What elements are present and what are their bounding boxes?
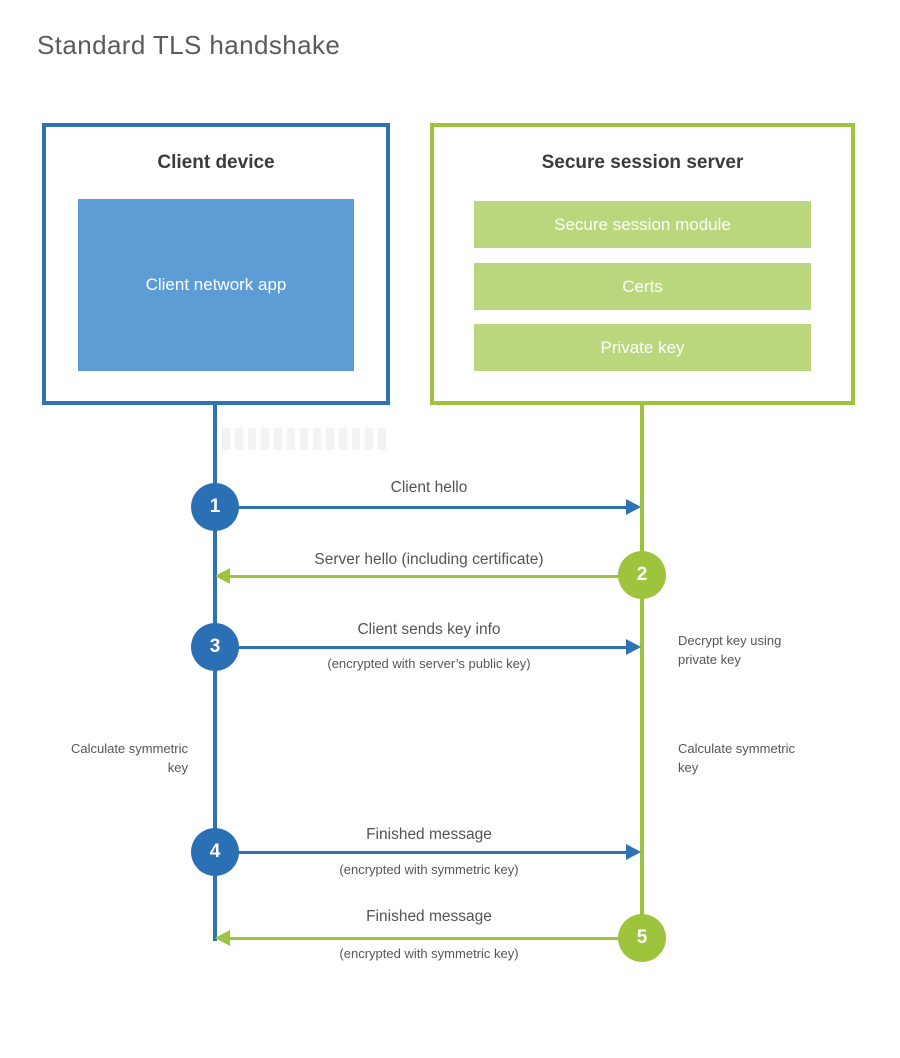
step-1-arrow — [237, 506, 627, 509]
step-5-label: Finished message — [366, 908, 492, 925]
server-module-certs: Certs — [474, 263, 811, 310]
step-3-sublabel: (encrypted with server’s public key) — [327, 656, 531, 671]
server-module-secure-session: Secure session module — [474, 201, 811, 248]
step-5-badge: 5 — [618, 914, 666, 962]
client-device-title: Client device — [157, 152, 275, 173]
note-calculate-symmetric-key-server: Calculate symmetric key — [678, 741, 796, 775]
client-lifeline — [213, 405, 217, 941]
step-4-arrow — [237, 851, 627, 854]
faint-watermark — [222, 428, 387, 450]
step-4-arrowhead-right-icon — [626, 844, 641, 860]
step-5-arrowhead-left-icon — [215, 930, 230, 946]
step-4-badge: 4 — [191, 828, 239, 876]
step-1-badge: 1 — [191, 483, 239, 531]
secure-session-server-box: Secure session server Secure session mod… — [430, 123, 855, 405]
client-network-app-box: Client network app — [78, 199, 354, 371]
step-1-arrowhead-right-icon — [626, 499, 641, 515]
step-5-arrow — [230, 937, 620, 940]
step-3-badge: 3 — [191, 623, 239, 671]
page-title: Standard TLS handshake — [37, 30, 341, 60]
note-calculate-symmetric-key-client: Calculate symmetric key — [70, 741, 188, 775]
client-network-app-label: Client network app — [145, 274, 287, 294]
client-device-box: Client device Client network app — [42, 123, 390, 405]
note-decrypt-key: Decrypt key using private key — [678, 633, 782, 667]
step-5-sublabel: (encrypted with symmetric key) — [339, 946, 519, 961]
server-module-private-key: Private key — [474, 324, 811, 371]
server-lifeline — [640, 405, 644, 938]
step-3-label: Client sends key info — [357, 621, 501, 638]
step-2-arrowhead-left-icon — [215, 568, 230, 584]
step-3-arrow — [237, 646, 627, 649]
secure-session-server-title: Secure session server — [541, 152, 744, 173]
step-4-label: Finished message — [366, 826, 492, 843]
step-1-label: Client hello — [390, 479, 468, 496]
step-4-sublabel: (encrypted with symmetric key) — [339, 862, 519, 877]
step-2-badge: 2 — [618, 551, 666, 599]
step-2-label: Server hello (including certificate) — [314, 551, 544, 568]
step-3-arrowhead-right-icon — [626, 639, 641, 655]
step-2-arrow — [230, 575, 620, 578]
